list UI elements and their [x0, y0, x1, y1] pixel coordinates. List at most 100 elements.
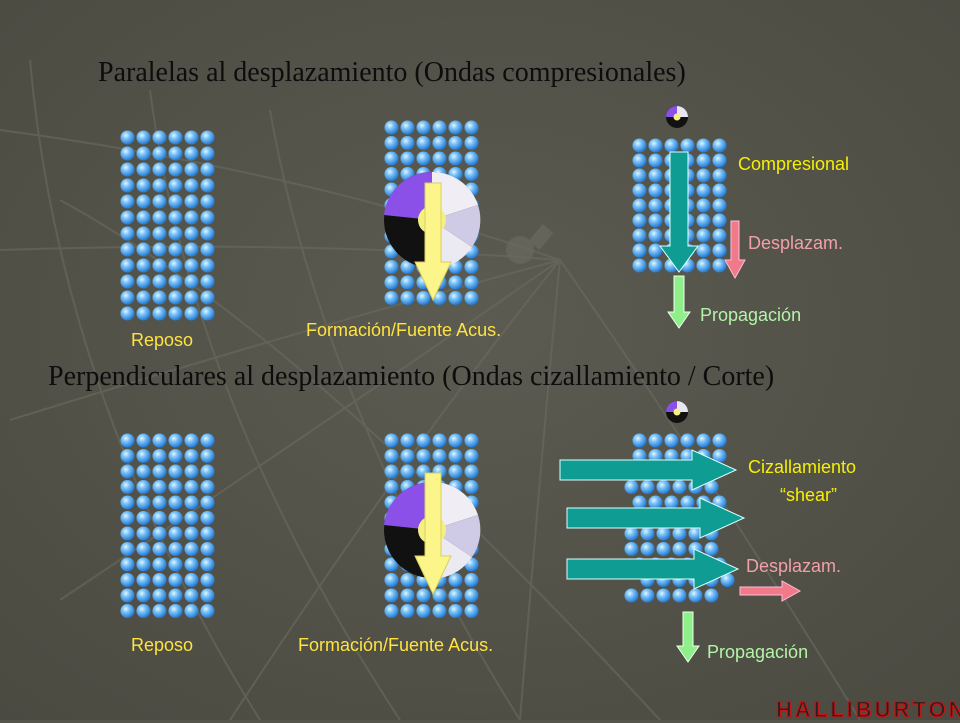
- atom: [712, 168, 727, 183]
- atom: [200, 194, 215, 209]
- atom: [200, 146, 215, 161]
- atom: [152, 242, 167, 257]
- atom: [384, 464, 399, 479]
- atom: [136, 290, 151, 305]
- atom: [184, 210, 199, 225]
- atom: [120, 541, 135, 557]
- atom: [416, 588, 431, 603]
- atom: [448, 151, 463, 166]
- atom: [712, 258, 727, 273]
- atom: [448, 464, 463, 479]
- down-arrow-icon: [676, 611, 700, 663]
- atom: [640, 541, 655, 557]
- atom: [200, 210, 215, 225]
- atom: [200, 306, 215, 321]
- atom: [184, 448, 199, 464]
- atom: [200, 274, 215, 289]
- atom: [632, 243, 647, 258]
- atom: [680, 433, 695, 448]
- atom: [464, 433, 479, 448]
- atom: [400, 135, 415, 151]
- atom: [384, 479, 399, 495]
- down-arrow-icon: [667, 275, 691, 329]
- atom: [184, 306, 199, 321]
- atom: [136, 258, 151, 273]
- atom: [184, 433, 199, 448]
- small-cd-disc-icon: [666, 106, 688, 128]
- atom: [120, 603, 135, 619]
- atom: [168, 226, 183, 241]
- atom: [624, 479, 639, 495]
- atom: [120, 557, 135, 572]
- atom: [656, 588, 671, 603]
- atom: [624, 541, 639, 557]
- atom: [664, 495, 679, 510]
- atom: [640, 526, 655, 541]
- atom: [152, 448, 167, 464]
- small-cd-disc-icon: [666, 401, 688, 423]
- right-arrow-icon: [566, 548, 740, 590]
- atom: [416, 151, 431, 166]
- top-propagation-label: Propagación: [700, 305, 802, 325]
- atom: [136, 162, 151, 177]
- atom: [200, 130, 215, 145]
- atom: [384, 135, 399, 151]
- atom: [448, 588, 463, 603]
- atom: [384, 259, 399, 275]
- atom: [136, 210, 151, 225]
- atom: [152, 130, 167, 145]
- atom: [184, 194, 199, 209]
- atom: [136, 588, 151, 603]
- down-arrow-icon: [659, 151, 699, 273]
- atom: [416, 433, 431, 448]
- atom: [184, 479, 199, 495]
- atom: [120, 130, 135, 145]
- atom: [168, 557, 183, 572]
- atom: [448, 433, 463, 448]
- atom: [184, 178, 199, 193]
- atom: [200, 479, 215, 495]
- atom: [464, 588, 479, 603]
- atom: [448, 275, 463, 290]
- atom: [184, 162, 199, 177]
- atom: [200, 448, 215, 464]
- right-arrow-icon: [739, 580, 802, 602]
- atom: [168, 464, 183, 479]
- atom: [168, 130, 183, 145]
- atom: [400, 290, 415, 306]
- atom: [448, 603, 463, 619]
- atom: [448, 290, 463, 306]
- atom: [400, 603, 415, 619]
- atom: [200, 557, 215, 572]
- atom: [168, 274, 183, 289]
- atom: [632, 228, 647, 243]
- atom: [432, 120, 447, 135]
- atom: [120, 178, 135, 193]
- atom: [168, 541, 183, 557]
- atom: [432, 448, 447, 464]
- atom: [120, 510, 135, 526]
- atom: [696, 433, 711, 448]
- atom: [200, 495, 215, 510]
- halliburton-logo: HALLIBURTON: [775, 696, 960, 722]
- atom: [464, 479, 479, 495]
- atom: [712, 228, 727, 243]
- atom: [184, 146, 199, 161]
- atom: [656, 541, 671, 557]
- atom: [400, 275, 415, 290]
- atom: [152, 146, 167, 161]
- compressional-label: Compresional: [738, 154, 850, 174]
- atom: [640, 479, 655, 495]
- atom: [200, 526, 215, 541]
- atom: [704, 588, 719, 603]
- shear-label: Cizallamiento: [748, 457, 857, 477]
- atom: [136, 146, 151, 161]
- atom: [120, 194, 135, 209]
- atom: [120, 495, 135, 510]
- atom: [120, 162, 135, 177]
- atom: [448, 120, 463, 135]
- atom: [696, 228, 711, 243]
- atom: [712, 243, 727, 258]
- atom: [448, 135, 463, 151]
